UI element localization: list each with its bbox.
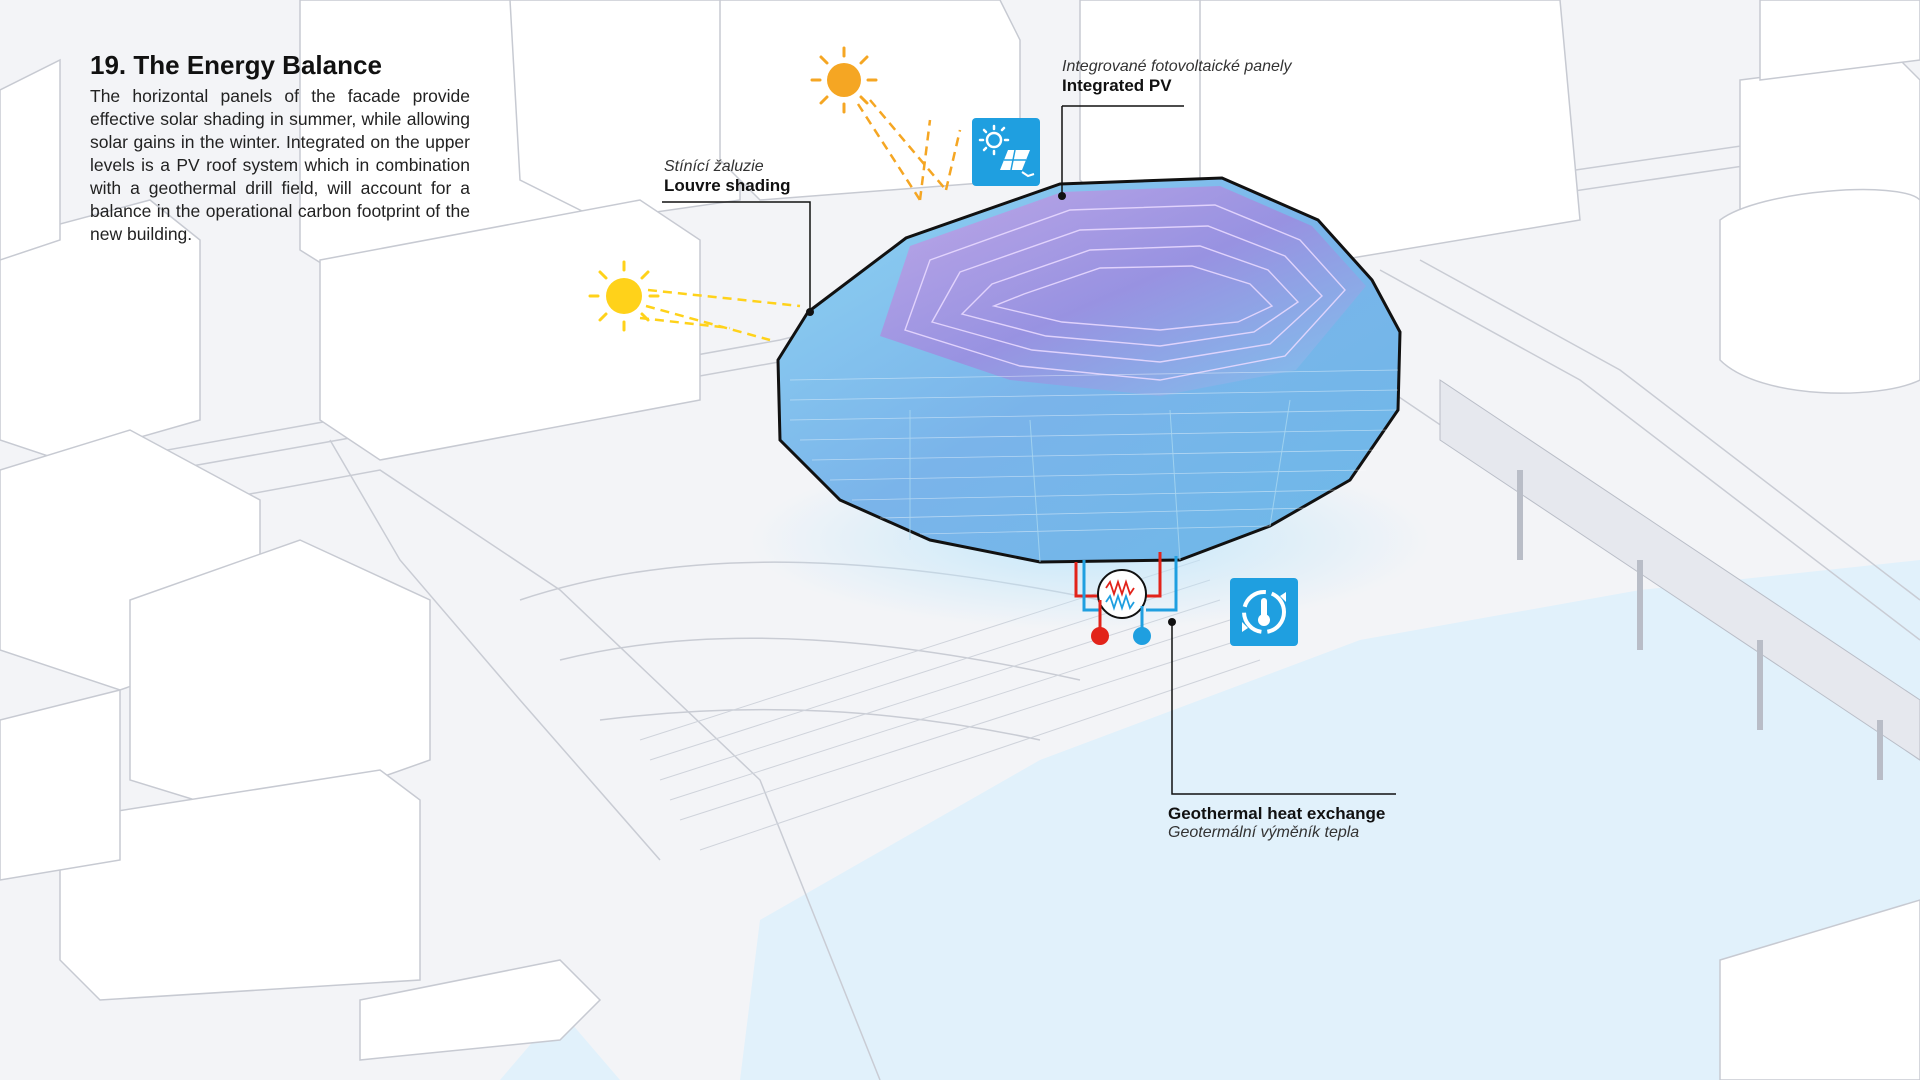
solar-panel-icon [972,118,1040,186]
label-pv-cz: Integrované fotovoltaické panely [1062,58,1292,75]
label-louvre-cz: Stínící žaluzie [664,158,764,175]
context-buildings-top [299,0,1581,461]
winter-rays [639,288,801,342]
context-buildings-right [1719,0,1920,1080]
label-louvre-shading: Stínící žaluzie Louvre shading [664,158,791,196]
river [500,560,1920,1080]
bridge [1439,379,1920,780]
energy-balance-panel: 19. The Energy Balance The horizontal pa… [90,50,470,246]
label-geo-cz: Geotermální výměník tepla [1168,824,1360,841]
panel-description: The horizontal panels of the facade prov… [90,86,470,244]
context-buildings-left [0,58,602,1061]
label-pv-en: Integrated PV [1062,76,1172,95]
label-louvre-en: Louvre shading [664,176,791,195]
page-title: 19. The Energy Balance [90,50,382,80]
heat-exchanger-icon [1074,552,1178,645]
label-geothermal: Geothermal heat exchange Geotermální vým… [1168,804,1385,842]
thermostat-cycle-icon [1230,578,1298,646]
main-building [776,176,1402,564]
label-integrated-pv: Integrované fotovoltaické panely Integra… [1062,58,1291,96]
winter-sun-icon [588,260,660,332]
summer-sun-icon [810,46,878,114]
label-geo-en: Geothermal heat exchange [1168,804,1386,823]
callout-dots [806,192,1176,626]
callout-lines [662,105,1396,795]
summer-rays [856,99,962,201]
